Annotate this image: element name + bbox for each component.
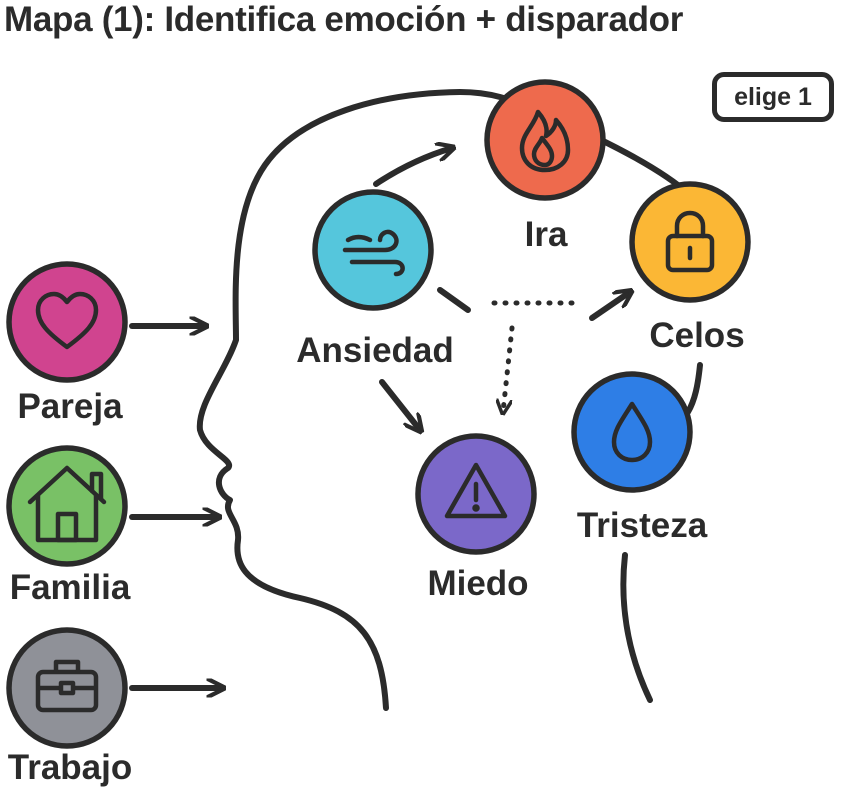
emotion-label-tristeza: Tristeza: [577, 506, 708, 545]
emotion-label-ansiedad: Ansiedad: [296, 331, 454, 370]
briefcase-icon: [35, 659, 99, 713]
emotion-miedo[interactable]: Miedo: [415, 433, 537, 603]
house-icon: [27, 465, 107, 543]
warning-icon: [444, 462, 508, 519]
heart-icon: [35, 291, 99, 350]
arrow-ansiedad-ira: [373, 148, 452, 187]
head-silhouette: [196, 89, 528, 711]
choose-one-badge[interactable]: elige 1: [712, 72, 834, 122]
trigger-label-familia: Familia: [10, 568, 131, 607]
emotion-ansiedad[interactable]: Ansiedad: [296, 189, 454, 370]
page-title: Mapa (1): Identifica emoción + disparado…: [4, 0, 684, 39]
trigger-pareja[interactable]: Pareja: [6, 261, 128, 426]
drop-icon: [611, 401, 653, 463]
neck-line: [620, 552, 653, 703]
trigger-familia[interactable]: Familia: [6, 445, 131, 607]
emotion-label-ira: Ira: [525, 215, 568, 254]
arrow-to-celos: [589, 292, 630, 321]
emotion-label-miedo: Miedo: [427, 564, 528, 603]
dotted-arrow-miedo: [503, 325, 515, 412]
head-back-line-lower: [685, 362, 703, 415]
wind-icon: [342, 229, 405, 277]
flame-icon: [519, 109, 571, 173]
trigger-trabajo[interactable]: Trabajo: [6, 627, 132, 787]
emotion-celos[interactable]: Celos: [629, 181, 751, 355]
lock-icon: [665, 210, 715, 273]
trigger-label-pareja: Pareja: [17, 387, 123, 426]
emotion-ira[interactable]: Ira: [484, 79, 606, 254]
arrow-ansiedad-miedo: [379, 379, 420, 430]
link-ansiedad-celos: [437, 287, 471, 313]
emotion-label-celos: Celos: [649, 316, 744, 355]
trigger-label-trabajo: Trabajo: [8, 748, 132, 787]
emotion-tristeza[interactable]: Tristeza: [571, 371, 708, 545]
